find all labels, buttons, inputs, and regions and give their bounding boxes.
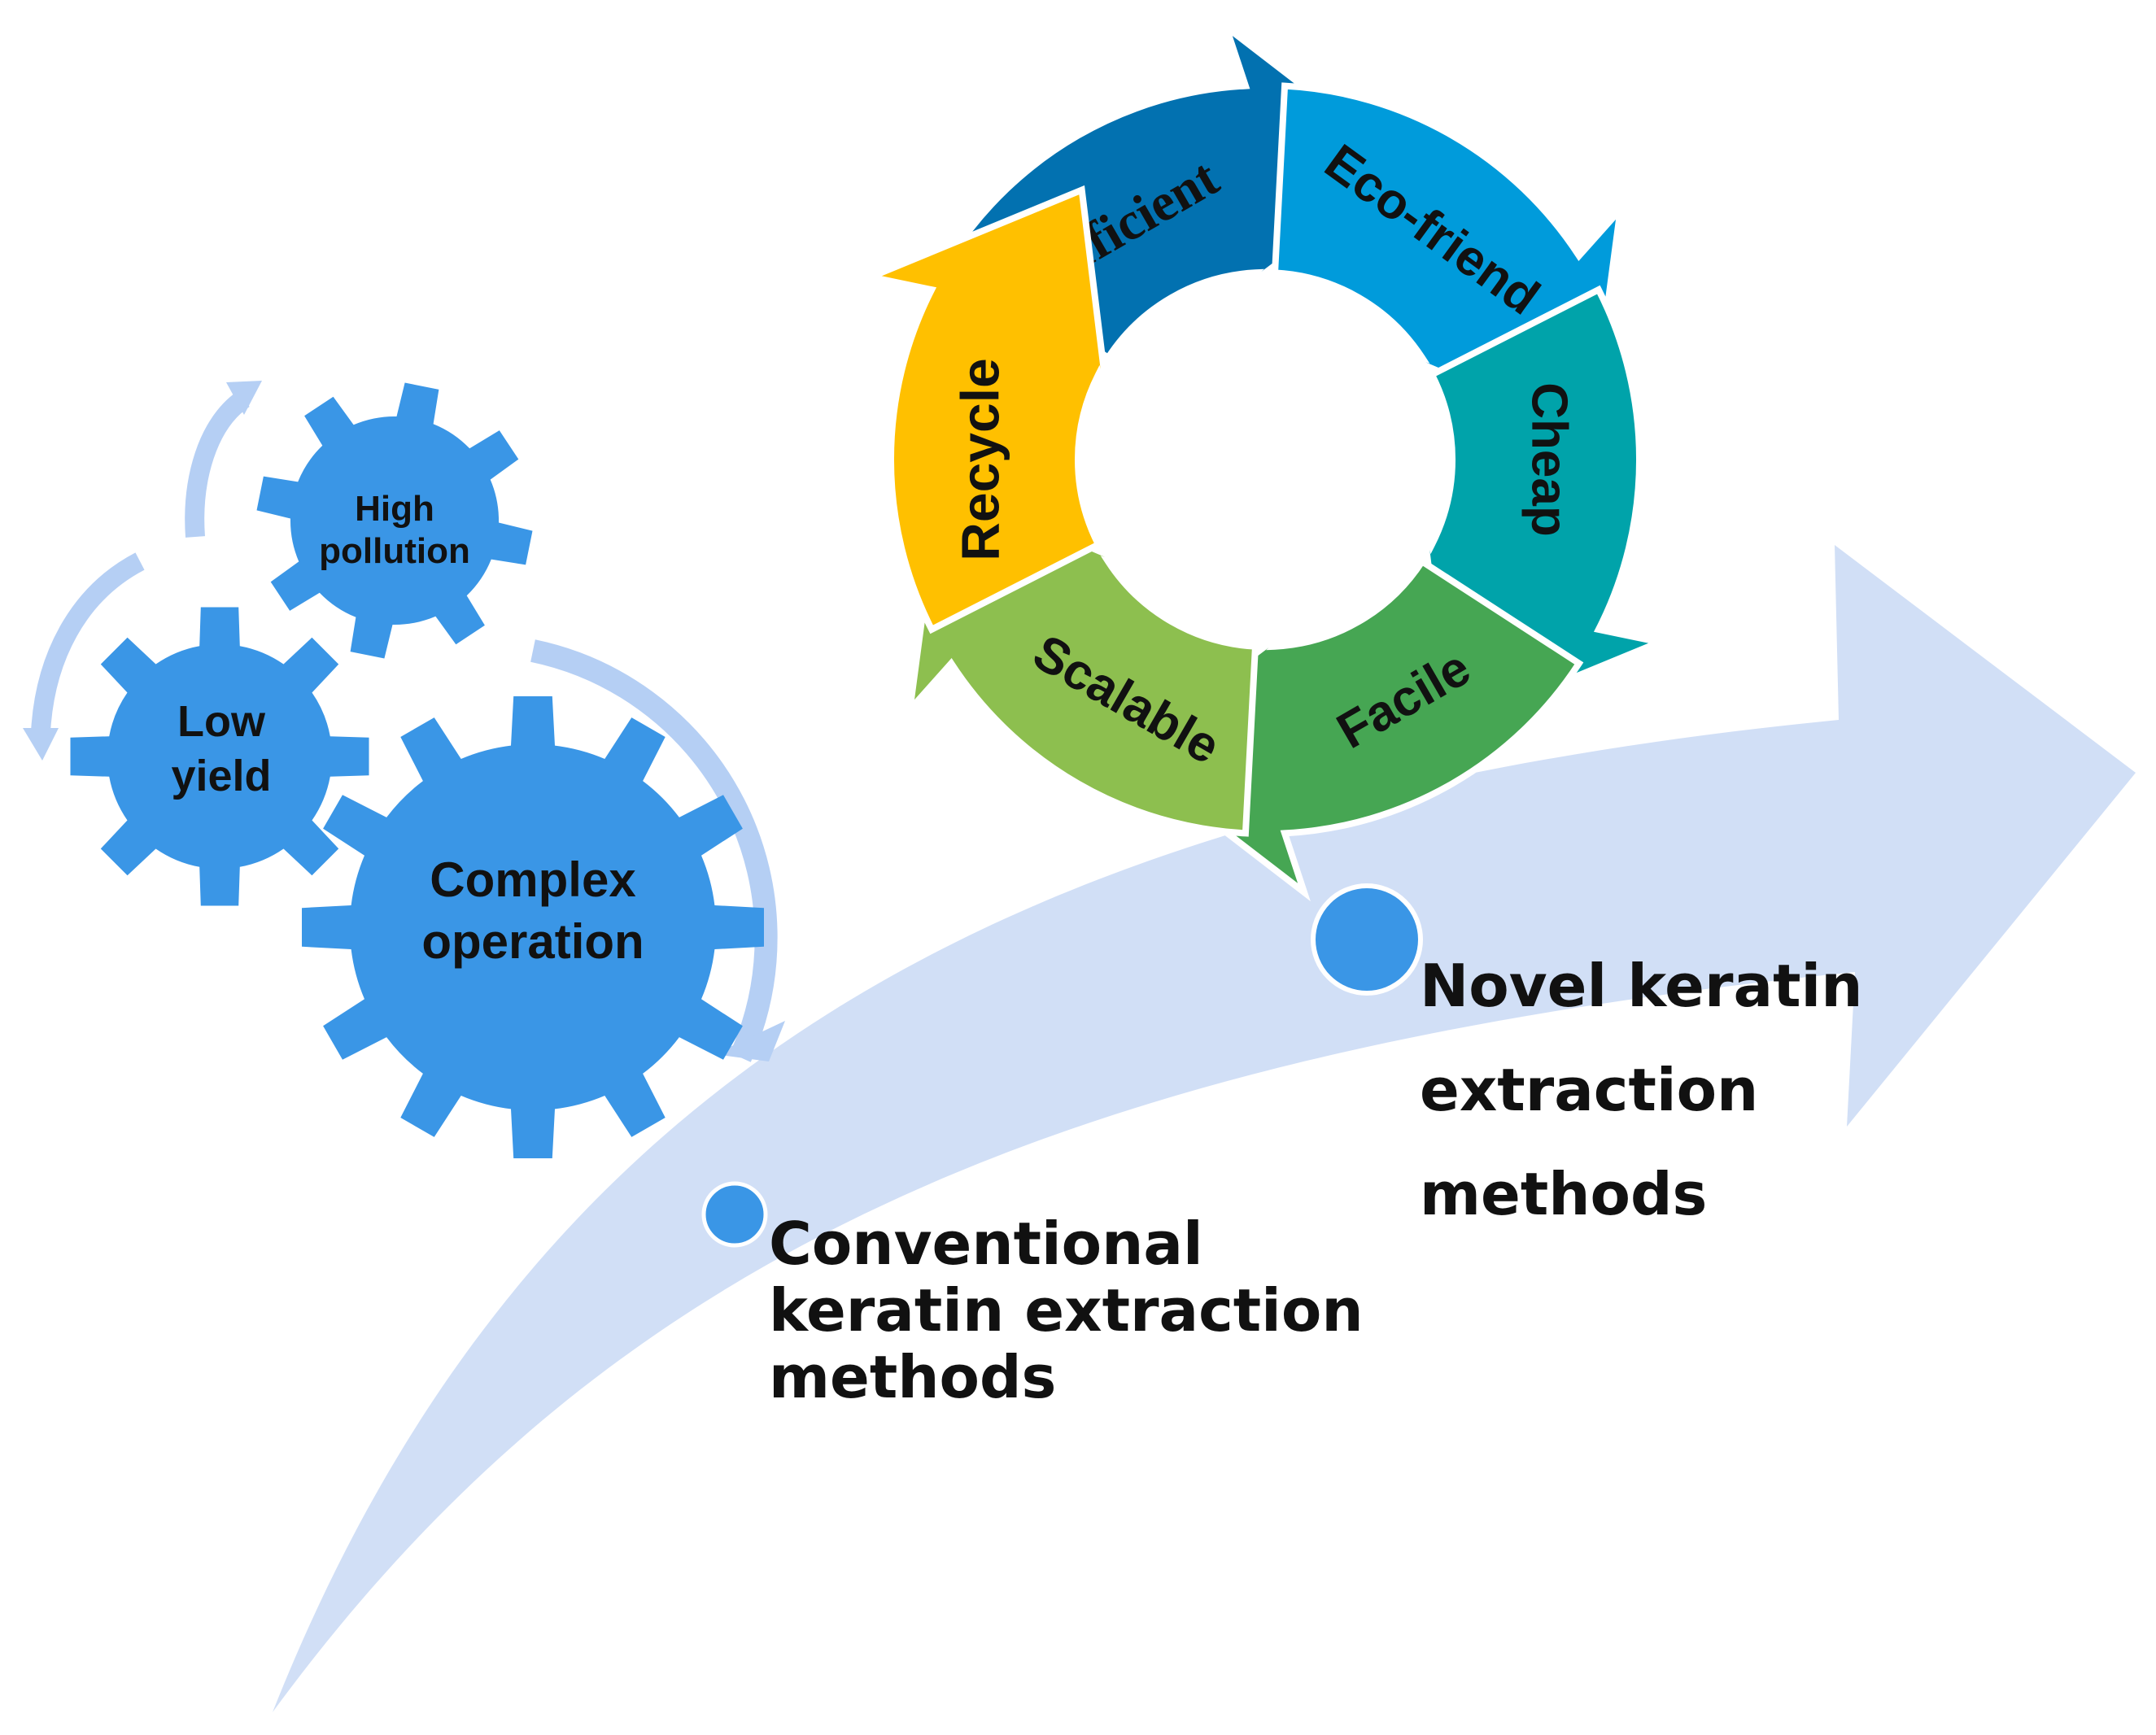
milestone-conventional-line-3: methods xyxy=(769,1343,1057,1411)
milestone-conventional-line-1: Conventional xyxy=(769,1210,1203,1278)
gear-cycle-arrow-right xyxy=(530,639,778,1062)
cycle-segment-facile: Facile xyxy=(1113,482,1578,949)
gear-top-label-2: pollution xyxy=(319,531,470,571)
milestone-novel-line-2: extraction xyxy=(1420,1056,1759,1124)
milestone-label-conventional: Conventional keratin extraction methods xyxy=(769,1210,1364,1410)
gear-small-left xyxy=(70,607,369,906)
gear-small-top-shape xyxy=(256,382,533,659)
gear-large-shape xyxy=(302,696,764,1158)
milestone-novel-line-1: Novel keratin xyxy=(1420,952,1863,1020)
gear-left-label-1: Low xyxy=(177,697,266,746)
gear-cycle-arrow-right-head xyxy=(714,1021,785,1061)
cycle-label-recycle: Recycle xyxy=(949,358,1010,561)
gear-cycle-arrow-left-head xyxy=(23,728,59,761)
progress-arrow xyxy=(273,545,2136,1712)
milestone-label-novel: Novel keratin extraction methods xyxy=(1420,934,1862,1246)
milestone-conventional-line-2: keratin extraction xyxy=(769,1276,1364,1345)
milestone-dot-novel xyxy=(1311,883,1423,996)
milestone-dot-conventional xyxy=(701,1181,768,1248)
cycle-label-cheap: Cheap xyxy=(1521,382,1578,536)
benefit-cycle: Efficient Eco-friend Cheap Facile Scalab… xyxy=(776,0,1753,950)
gear-large xyxy=(302,696,764,1158)
gear-cycle-arrow-top xyxy=(185,390,251,538)
gear-small-top xyxy=(256,382,533,659)
gear-left-label-2: yield xyxy=(171,752,271,800)
gear-top-label-1: High xyxy=(355,489,434,529)
cycle-segment-cheap: Cheap xyxy=(1302,290,1754,745)
gear-large-label-1: Complex xyxy=(430,852,635,907)
milestone-novel-line-3: methods xyxy=(1420,1160,1708,1228)
gear-cycle-arrow-left xyxy=(31,552,145,733)
gear-cycle-arrow-top-head xyxy=(226,381,262,415)
cycle-segment-scalable: Scalable xyxy=(905,482,1263,833)
gear-small-left-shape xyxy=(70,607,369,906)
cycle-segment-recycle: Recycle xyxy=(776,174,1229,630)
gear-large-label-2: operation xyxy=(421,914,644,969)
